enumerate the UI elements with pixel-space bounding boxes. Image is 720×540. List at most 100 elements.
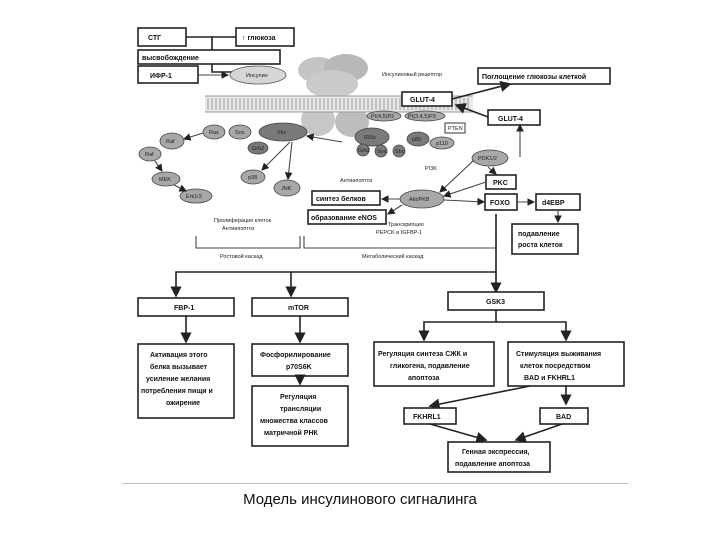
sos-label: Sos <box>235 130 245 136</box>
glucose-uptake-label: Поглощение глюкозы клеткой <box>482 73 586 81</box>
enos-label: образование eNOS <box>311 214 377 222</box>
antiapoptosis-label: Антиапоптоз <box>340 178 373 184</box>
raf-to-mek-arrow <box>154 160 163 172</box>
pdk-to-pkc-arrow <box>487 166 497 175</box>
fbp1-desc-line4: потребления пищи и <box>141 387 213 395</box>
transcription-line1: Транскрипция <box>388 222 424 228</box>
raf-node <box>159 132 185 150</box>
stg-connector <box>186 36 213 50</box>
metabolic-path-label: Метаболический каскад <box>362 253 424 260</box>
pip3-node <box>404 110 446 122</box>
translation-line4: матричной РНК <box>264 429 319 437</box>
insulin-label: Инсулин <box>246 73 268 79</box>
transcription-line2: PEPCK и IGFBP-1 <box>376 230 422 236</box>
akt-label: Akt/PKB <box>409 197 430 203</box>
grb2-b-label: Grb2 <box>358 148 370 154</box>
shc-to-p38-arrow <box>261 141 291 171</box>
p85-node <box>406 131 430 147</box>
stg-box <box>137 27 187 47</box>
shc-b-node <box>392 144 406 158</box>
growth-bracket <box>195 236 301 249</box>
growth-suppression-line2: роста клеток <box>518 242 563 249</box>
irs-label: IRSs <box>364 135 376 141</box>
fkhrl1-label: FKHRL1 <box>413 414 441 421</box>
glucose-uptake-box <box>477 67 611 85</box>
insulin-receptor <box>298 54 369 137</box>
proliferation-line1: Пролиферация клеток <box>214 218 272 224</box>
pkc-label: PKC <box>493 180 508 187</box>
gsk3-desc2-line1: Стимуляция выживания <box>516 351 601 358</box>
translation-line1: Регуляция <box>280 394 316 401</box>
gsk3-right-branch <box>496 321 572 342</box>
glut4-to-uptake-arrow <box>451 80 512 100</box>
metabolic-bracket <box>303 236 497 249</box>
p110-label: p110 <box>436 141 448 147</box>
release-box <box>137 49 281 65</box>
grb2-b-node <box>356 143 370 157</box>
bad-box <box>539 407 589 425</box>
p85-label: p85 <box>412 137 421 143</box>
ras-to-raf-arrow <box>182 132 204 141</box>
mtor-desc-line1: Фосфорилирование <box>260 352 331 359</box>
shc-activation-arrow <box>305 133 343 143</box>
grb2-label: Grb2 <box>252 146 264 152</box>
pten-box <box>444 122 466 134</box>
gsk3-desc1-line2: гликогена, подавление <box>390 363 470 370</box>
protein-synthesis-label: синтез белков <box>316 195 367 203</box>
pip3-label: PI(3,4,5)P3 <box>408 114 436 120</box>
mtor-desc-box <box>251 343 349 377</box>
pdk-node <box>471 149 509 167</box>
gsk3-desc1-box <box>373 341 495 387</box>
release-connector <box>211 64 232 73</box>
pip2-node <box>366 110 402 122</box>
glucose-label: ↑ глюкоза <box>242 35 276 42</box>
protein-synthesis-box <box>311 190 381 206</box>
akt-to-enos-arrow <box>387 204 403 215</box>
to-fkhrl1-arrow <box>428 385 531 410</box>
proliferation-line2: Антиапоптоз <box>222 226 255 232</box>
fkhrl1-to-gene-arrow <box>429 423 488 443</box>
akt-to-foxo-arrow <box>443 197 486 206</box>
glut4-top-label: GLUT-4 <box>410 97 435 104</box>
gene-expression-line1: Генная экспрессия, <box>462 449 530 456</box>
jnk-label: JNK <box>281 186 292 192</box>
mtor-desc-line2: p70S6K <box>286 364 312 371</box>
mek-to-erk-arrow <box>173 184 187 192</box>
shc-node <box>258 122 308 142</box>
stg-label: СТГ <box>148 35 161 42</box>
p38-node <box>240 169 266 185</box>
to-fbp1-line <box>170 214 497 298</box>
erk-node <box>179 188 213 204</box>
growth-path-label: Ростовой каскад <box>220 253 263 260</box>
gsk3-label: GSK3 <box>486 299 505 306</box>
release-label: высвобождение <box>142 54 199 62</box>
bad-label: BAD <box>556 414 571 421</box>
erk-label: Erk1/2 <box>186 194 202 200</box>
sos-b-label: Sos <box>377 149 387 155</box>
pip2-label: PI(4,5)P2 <box>371 114 394 120</box>
pdk-label: PDK1/2 <box>478 156 497 162</box>
glut4-right-label: GLUT-4 <box>498 116 523 123</box>
foxo-label: FOXO <box>490 200 510 207</box>
pkc-to-akt-arrow <box>442 181 487 198</box>
growth-suppression-line1: подавление <box>518 231 560 238</box>
ras-node <box>202 124 226 140</box>
irs-node <box>354 127 390 147</box>
translation-box <box>251 385 349 447</box>
bad-to-gene-arrow <box>514 423 563 443</box>
pi3k-label: PI3K <box>425 166 437 172</box>
growth-suppression-box <box>511 223 579 255</box>
figure-caption: Модель инсулинового сигналинга <box>243 491 477 508</box>
p110-node <box>429 136 455 150</box>
fbp1-desc-line3: усиление желания <box>146 376 210 383</box>
d4ebp-label: d4EBP <box>542 200 565 207</box>
gene-expression-box <box>447 441 551 473</box>
raf-secondary-label: Raf <box>145 152 154 158</box>
mek-label: MEK <box>159 177 171 183</box>
shc-b-label: Shc <box>395 149 405 155</box>
glut4-translocation-arrow <box>454 103 489 118</box>
gsk3-desc1-line1: Регуляция синтеза СЖК и <box>378 351 467 358</box>
shc-label: Shc <box>277 130 287 136</box>
